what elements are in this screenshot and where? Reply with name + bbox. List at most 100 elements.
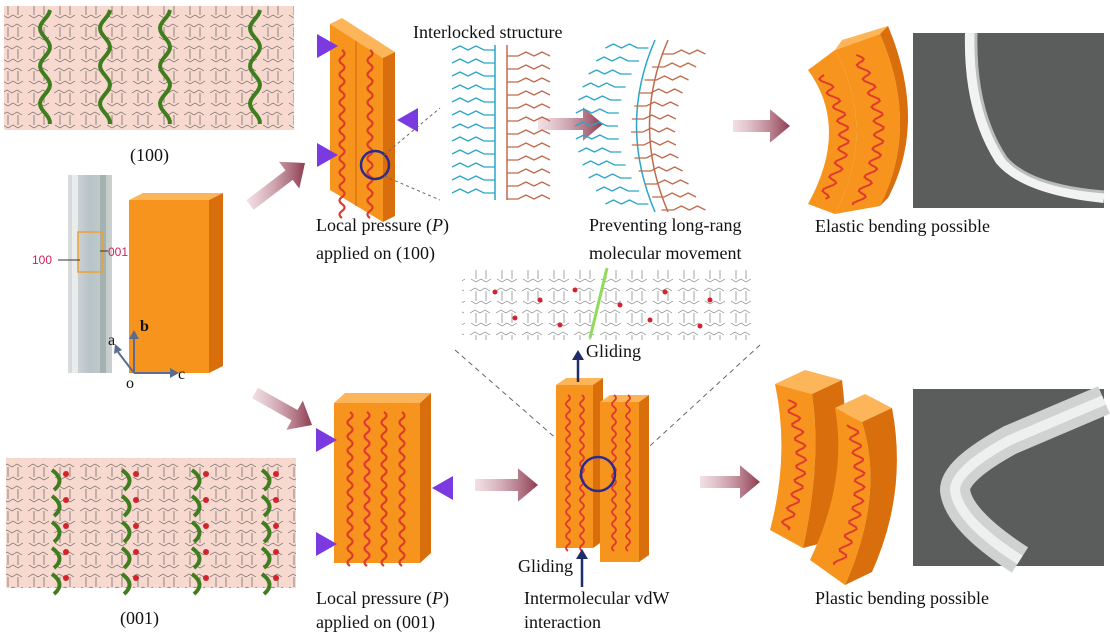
brown-motif [507, 129, 551, 135]
oxygen-atom [133, 523, 139, 529]
pressure-triangle-icon [316, 532, 337, 556]
process-arrow-icon [538, 107, 603, 141]
hbond-arc [190, 468, 202, 492]
wave-line [625, 394, 631, 552]
oxygen-atom [557, 322, 563, 328]
brown-motif [507, 77, 551, 83]
hbond-arc [120, 572, 132, 596]
glide-plane-line [588, 267, 609, 339]
sem-elastic-image [913, 32, 1105, 208]
blue-motif [578, 147, 622, 153]
index-label-100: 100 [32, 253, 52, 267]
blue-motif [582, 160, 626, 166]
hbond-arc [120, 520, 132, 544]
blue-motif [451, 175, 495, 181]
blue-motif [451, 45, 495, 51]
brown-motif [507, 181, 551, 187]
process-arrow-icon [475, 468, 538, 502]
oxygen-atom [273, 471, 279, 477]
applied-100-label: applied on (100) [316, 243, 435, 264]
brown-motif [507, 90, 551, 96]
wave-line [366, 49, 374, 219]
bottom-crystal [334, 393, 431, 567]
brown-motif [661, 49, 706, 55]
oxygen-atom [512, 315, 518, 321]
gliding-inset [454, 267, 761, 456]
brown-motif [661, 205, 706, 211]
elastic-bent-crystal [808, 26, 908, 214]
oxygen-atom [273, 575, 279, 581]
oxygen-atom [662, 289, 668, 295]
blue-motif [451, 58, 495, 64]
wave-line [338, 49, 346, 219]
oxygen-atom [617, 302, 623, 308]
blue-motif [582, 82, 626, 88]
process-arrow-icon [700, 465, 760, 499]
brown-motif [507, 168, 551, 174]
oxygen-atom [537, 297, 543, 303]
hbond-arc [260, 520, 272, 544]
preventing-label-1: Preventing long-rang [589, 215, 741, 235]
pressure-triangle-icon [317, 34, 338, 58]
packing-panel-100 [4, 6, 294, 130]
hbond-arc [50, 572, 62, 596]
brown-motif [507, 194, 551, 200]
pressure-triangle-icon [397, 108, 418, 132]
hbond-chain [157, 9, 173, 124]
interlocked-label: Interlocked structure [413, 22, 562, 42]
gliding-top-label: Gliding [586, 341, 641, 361]
vdw-label-1: Intermolecular vdW [524, 588, 669, 608]
process-arrow-icon [733, 109, 790, 143]
preventing-label-2: molecular movement [589, 243, 741, 263]
oxygen-atom [63, 497, 69, 503]
blue-motif [451, 110, 495, 116]
top-pressure-arrows [317, 34, 418, 167]
gliding-crystal-pair [556, 350, 649, 587]
gliding-up-arrow-icon [576, 549, 588, 559]
elastic-label: Elastic bending possible [815, 216, 990, 236]
blue-motif [588, 69, 632, 75]
blue-motif [451, 149, 495, 155]
brown-motif [507, 51, 551, 57]
pressure-triangle-icon [316, 428, 337, 452]
blue-motif [451, 97, 495, 103]
oxygen-atom [133, 497, 139, 503]
oxygen-atom [63, 523, 69, 529]
process-arrows [246, 107, 790, 502]
brown-motif [631, 114, 677, 120]
hbond-arc [50, 494, 62, 518]
crystal-axes [114, 330, 179, 378]
hbond-chains-001 [50, 468, 279, 596]
wave-line [851, 54, 885, 206]
top-crystal-waves [338, 49, 374, 219]
hbond-arc [190, 494, 202, 518]
blue-motif [605, 199, 649, 205]
oxygen-atom [273, 523, 279, 529]
blue-motif [588, 173, 632, 179]
wave-line [832, 424, 866, 566]
applied-001-label: applied on (001) [316, 612, 435, 633]
oxygen-atom [63, 575, 69, 581]
wave-line [817, 74, 850, 200]
packing-panel-001 [6, 458, 296, 596]
oxygen-atom [203, 523, 209, 529]
hbond-arc [120, 494, 132, 518]
plastic-bent-crystal [770, 370, 897, 585]
oxygen-atom [203, 497, 209, 503]
brown-motif [507, 142, 551, 148]
crystal-photo [58, 175, 112, 373]
blue-motif [578, 95, 622, 101]
pressure-triangle-icon [432, 476, 453, 500]
hbond-arc [260, 494, 272, 518]
hbond-arc [50, 546, 62, 570]
brown-motif [634, 153, 679, 159]
axis-b-label: b [140, 318, 149, 335]
hbond-arc [190, 546, 202, 570]
hbond-arc [260, 468, 272, 492]
brown-motif [631, 127, 676, 133]
pressure-triangle-icon [317, 143, 338, 167]
brown-motif [507, 116, 551, 122]
blue-motif [451, 123, 495, 129]
wave-line [363, 411, 371, 567]
